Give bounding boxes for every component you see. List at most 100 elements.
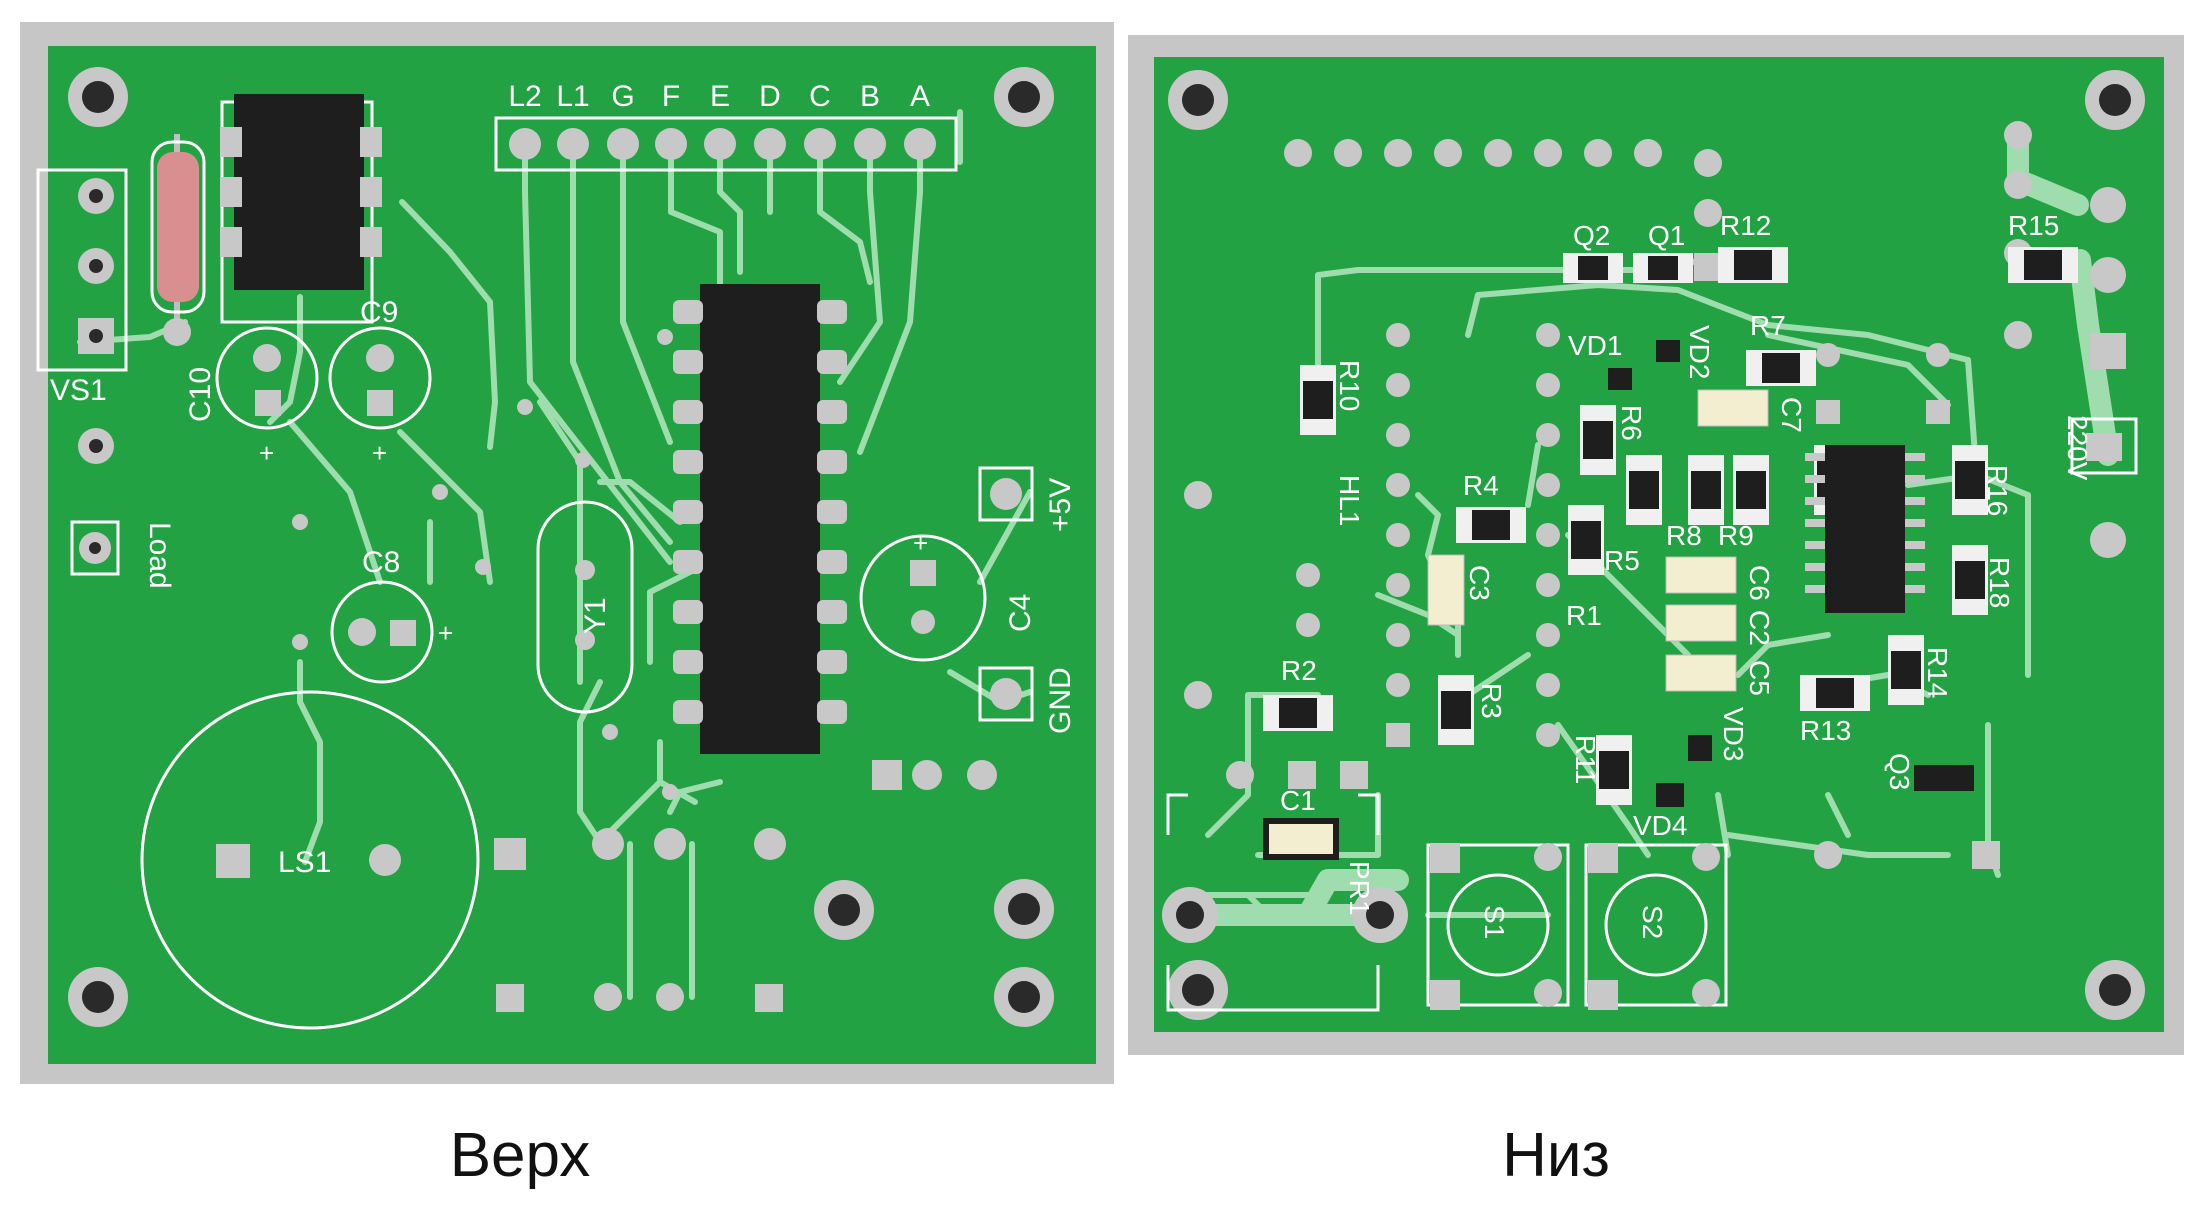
label-c7: C7 [1776, 397, 1807, 433]
smd-capacitor [1697, 389, 1769, 427]
smd-resistor [1563, 253, 1623, 283]
buzzer-ls1 [140, 690, 480, 1030]
label-r1: R1 [1566, 600, 1602, 631]
pin-header [494, 116, 958, 172]
pr1-outline [1166, 793, 1380, 1012]
smd-resistor [2008, 247, 2078, 283]
label-c8: C8 [362, 546, 400, 579]
label-r9: R9 [1718, 520, 1754, 551]
label-vd2: VD2 [1684, 325, 1715, 379]
label-plus: + [438, 618, 453, 648]
header-label: C [809, 80, 831, 113]
header-label: L2 [508, 80, 541, 113]
smd-resistor [1888, 635, 1924, 705]
mains-connector [2070, 417, 2138, 475]
label-vd1: VD1 [1568, 330, 1622, 361]
top-mount-holes [68, 67, 1054, 1027]
smd-resistor [1580, 405, 1616, 475]
pad-gnd [978, 666, 1034, 722]
label-r18: R18 [1984, 557, 2015, 608]
label-q3: Q3 [1884, 753, 1915, 790]
crystal-y1 [536, 500, 634, 714]
bottom-board-drawing: 220V [1128, 35, 2184, 1055]
bottom-board: 220V [1128, 35, 2184, 1055]
label-c3: C3 [1464, 565, 1495, 601]
label-r6: R6 [1616, 405, 1647, 441]
label-plus: + [259, 438, 274, 468]
label-s1: S1 [1479, 905, 1510, 939]
label-r13: R13 [1800, 715, 1851, 746]
label-q1: Q1 [1648, 220, 1685, 251]
label-c10: C10 [184, 367, 217, 422]
smd-resistor [1626, 455, 1662, 525]
smd-resistor [1746, 350, 1816, 386]
cap-c10 [215, 326, 319, 430]
header-label: E [710, 80, 730, 113]
soic-ic [1805, 445, 1925, 613]
top-board-drawing: VS1 Load C10 + C9 + L2 L1 [20, 22, 1114, 1084]
pad-column [1184, 323, 2000, 869]
smd-diode [1656, 340, 1680, 362]
label-vs1: VS1 [50, 374, 107, 407]
smd-resistor [1688, 455, 1724, 525]
dip8-ic [220, 94, 382, 324]
smd-capacitor [1665, 654, 1737, 692]
pad-5v [978, 466, 1034, 522]
smd-capacitor [1427, 554, 1465, 626]
label-5v: +5V [1044, 478, 1077, 532]
smd-resistor [1300, 365, 1336, 435]
header-label: A [910, 80, 930, 113]
pcb-bottom-surface [1154, 57, 2164, 1032]
label-plus: + [372, 438, 387, 468]
label-r8: R8 [1666, 520, 1702, 551]
smd-resistor [1800, 675, 1870, 711]
header-labels: L2 L1 G F E D C B A [508, 80, 930, 113]
vs1-connector [36, 168, 128, 372]
label-q2: Q2 [1573, 220, 1610, 251]
label-r7: R7 [1750, 310, 1786, 341]
label-c4: C4 [1004, 594, 1037, 632]
smd-resistor [1633, 253, 1693, 283]
smd-resistor [1568, 505, 1604, 575]
label-c1: C1 [1280, 785, 1316, 816]
smd-diode [1608, 368, 1632, 390]
label-c9: C9 [360, 296, 398, 329]
label-r10: R10 [1334, 360, 1365, 411]
caption-bottom: Низ [1502, 1121, 1610, 1190]
label-r11: R11 [1570, 735, 1601, 784]
smd-resistor [1596, 735, 1632, 805]
header-label: D [759, 80, 781, 113]
label-r5: R5 [1604, 545, 1640, 576]
load-connector [70, 520, 120, 576]
header-label: B [860, 80, 880, 113]
label-gnd: GND [1044, 667, 1077, 734]
caption-top: Верх [449, 1121, 591, 1190]
label-r14: R14 [1922, 647, 1953, 698]
label-load: Load [143, 522, 176, 589]
transistor-q3 [1914, 765, 1974, 791]
switch-s1 [1426, 843, 1570, 1010]
through-hole-resistor [150, 134, 206, 346]
label-pr1: PR1 [1344, 861, 1375, 915]
dip20-ic [673, 284, 847, 754]
smd-capacitor [1665, 556, 1737, 594]
smd-resistor [1718, 247, 1788, 283]
label-r4: R4 [1463, 470, 1499, 501]
smd-resistor [1263, 695, 1333, 731]
label-c5: C5 [1744, 660, 1775, 696]
label-r12: R12 [1720, 210, 1771, 241]
label-c2: C2 [1744, 610, 1775, 646]
switch-s2 [1584, 843, 1728, 1010]
pad-row [872, 760, 997, 790]
label-vd4: VD4 [1633, 810, 1687, 841]
label-r2: R2 [1281, 655, 1317, 686]
misc-pads [292, 329, 786, 1012]
label-hl1: HL1 [1334, 475, 1365, 526]
smd-resistor [1952, 545, 1988, 615]
label-y1: Y1 [579, 597, 612, 634]
label-220v: 220V [2062, 415, 2093, 481]
smd-resistor [1733, 455, 1769, 525]
label-r16: R16 [1982, 465, 2013, 516]
header-label: L1 [556, 80, 589, 113]
bottom-labels: Q2 Q1 R12 R15 R10 VD1 VD2 R7 R6 C7 HL1 R… [1280, 210, 2059, 939]
